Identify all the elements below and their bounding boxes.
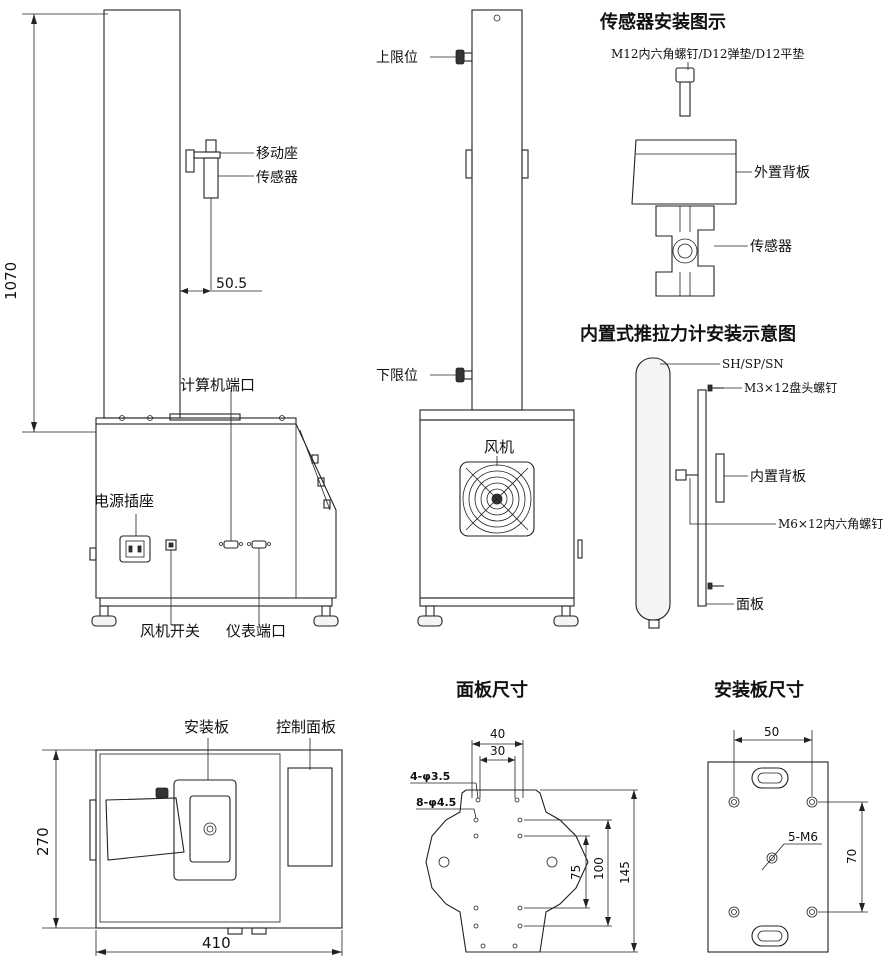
title-panel-size: 面板尺寸: [456, 679, 528, 701]
label-lower-limit: 下限位: [376, 368, 418, 384]
label-model-sh-sp-sn: SH/SP/SN: [722, 357, 784, 371]
label-control-panel: 控制面板: [276, 718, 336, 736]
title-sensor-install: 传感器安装图示: [599, 11, 726, 33]
panel-holes-b: 8-φ4.5: [416, 796, 456, 809]
offset-dim-50-5: 50.5: [216, 276, 247, 292]
sensor-install: 传感器安装图示 M12内六角螺钉/D12弹垫/D12平垫 外置背板 传感器: [599, 11, 810, 297]
panel-dim-100: 100: [592, 857, 606, 880]
front-view: 1070 移动座 传感器 50.5: [2, 9, 339, 640]
front-base: [95, 423, 337, 599]
push-pull-gauge: [635, 357, 671, 621]
label-sensor-front: 传感器: [256, 169, 298, 186]
title-pushpull-install: 内置式推拉力计安装示意图: [580, 323, 796, 345]
width-dim-410: 410: [202, 934, 231, 952]
label-sensor-install: 传感器: [750, 238, 792, 255]
label-moving-seat: 移动座: [256, 146, 298, 162]
panel-dim-40: 40: [490, 727, 505, 741]
label-fan-switch: 风机开关: [140, 622, 200, 640]
label-m6-screw: M6×12内六角螺钉: [778, 517, 883, 531]
label-m12-screw: M12内六角螺钉/D12弹垫/D12平垫: [611, 46, 804, 61]
fan-grille: [459, 461, 535, 537]
mount-dim-70: 70: [845, 849, 859, 864]
label-panel: 面板: [736, 597, 764, 613]
label-computer-port: 计算机端口: [180, 376, 255, 394]
mount-thread-5-m6: 5-M6: [788, 830, 818, 844]
mount-plate-outline: [707, 761, 829, 953]
panel-dim-30: 30: [490, 744, 505, 758]
label-upper-limit: 上限位: [376, 50, 418, 66]
top-base: [95, 749, 343, 929]
label-external-back-plate: 外置背板: [754, 165, 810, 181]
pushpull-install: 内置式推拉力计安装示意图 SH/SP/SN 内置背板 M3×12盘头螺钉 M6×…: [577, 323, 883, 629]
front-column: [103, 9, 181, 419]
panel-dimensions: 面板尺寸 40 30 4-φ3.5 8-φ4.5: [410, 679, 638, 953]
depth-dim-270: 270: [34, 827, 52, 856]
side-column: [471, 9, 523, 411]
panel-dim-75: 75: [569, 865, 583, 880]
mount-dim-50: 50: [764, 725, 779, 739]
panel-dim-145: 145: [618, 861, 632, 884]
label-fan: 风机: [484, 438, 514, 456]
top-view: 安装板 控制面板 270 410: [34, 718, 343, 956]
label-mount-plate: 安装板: [184, 718, 229, 736]
control-panel-rect: [287, 767, 333, 867]
title-mount-plate-size: 安装板尺寸: [714, 679, 804, 701]
label-m3-screw: M3×12盘头螺钉: [744, 380, 837, 395]
height-dim-1070: 1070: [2, 262, 20, 300]
label-internal-back-plate: 内置背板: [750, 469, 806, 485]
side-view: 上限位 下限位 风机: [376, 9, 579, 627]
label-power-socket: 电源插座: [94, 492, 154, 510]
external-back-plate: [631, 139, 737, 205]
label-meter-port: 仪表端口: [226, 622, 286, 640]
mount-plate-dimensions: 安装板尺寸 50 5-M6 70: [707, 679, 868, 953]
panel-holes-a: 4-φ3.5: [410, 770, 450, 783]
panel-outline: [425, 789, 589, 953]
s-beam-sensor: [655, 205, 715, 297]
